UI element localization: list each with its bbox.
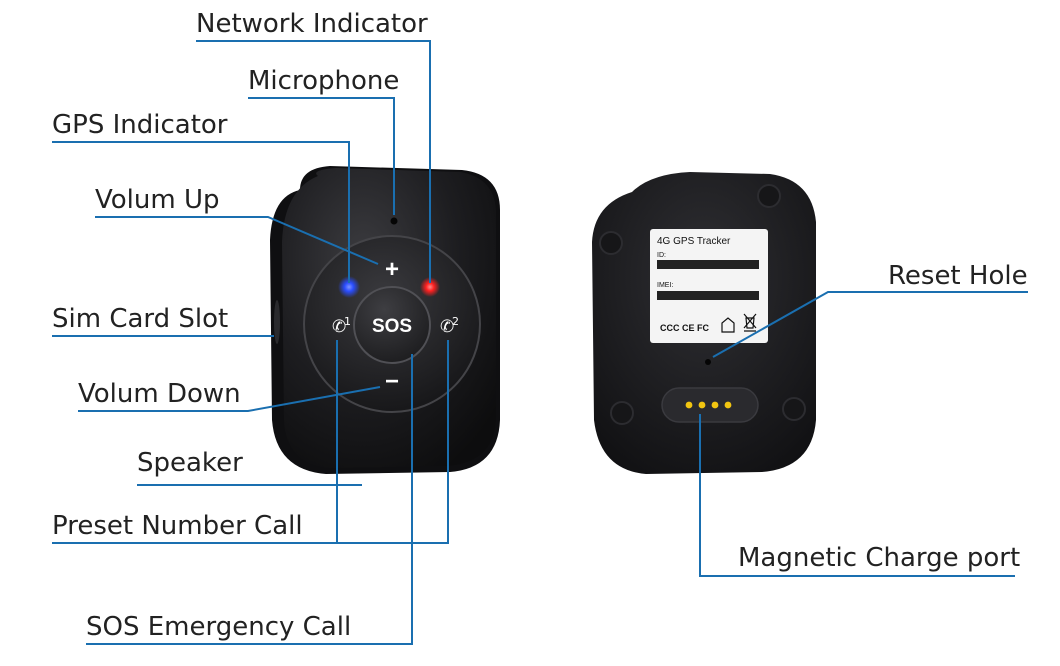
label-sim-card-slot: Sim Card Slot xyxy=(52,304,229,334)
call-key-1-number: 1 xyxy=(344,315,351,328)
corner-foot-top-left xyxy=(599,231,623,255)
label-network-indicator: Network Indicator xyxy=(196,9,428,39)
weee-bin-icon xyxy=(743,313,757,332)
device-back: 4G GPS Tracker ID: IMEI: CCC CE FC xyxy=(592,172,816,474)
sticker-imei-label: IMEI: xyxy=(657,282,673,289)
leader-network-indicator xyxy=(196,40,431,283)
corner-foot-bottom-right xyxy=(782,397,806,421)
charge-pin xyxy=(724,401,732,409)
leader-magnetic-charge-port xyxy=(699,414,1015,577)
label-gps-indicator: GPS Indicator xyxy=(52,110,228,140)
sos-label: SOS xyxy=(372,316,412,337)
label-speaker: Speaker xyxy=(137,448,243,478)
label-preset-number-call: Preset Number Call xyxy=(52,511,303,541)
leader-volume-up xyxy=(95,216,379,265)
charge-pin xyxy=(698,401,706,409)
sticker-imei-barcode xyxy=(657,291,759,300)
microphone-hole xyxy=(390,217,398,225)
label-volume-up: Volum Up xyxy=(95,185,220,215)
network-led xyxy=(420,277,440,297)
sticker-title: 4G GPS Tracker xyxy=(657,236,731,247)
call-key-2-icon[interactable]: ✆ xyxy=(440,317,454,337)
charge-pin xyxy=(685,401,693,409)
minus-symbol[interactable]: − xyxy=(385,368,399,395)
gps-led xyxy=(338,276,360,298)
leader-lines xyxy=(52,40,1028,645)
charge-pin xyxy=(711,401,719,409)
device-sticker xyxy=(650,229,768,343)
leader-preset-call-2 xyxy=(337,340,449,544)
label-volume-down: Volum Down xyxy=(78,379,241,409)
label-magnetic-charge-port: Magnetic Charge port xyxy=(738,543,1021,573)
label-reset-hole: Reset Hole xyxy=(888,261,1028,291)
sticker-id-label: ID: xyxy=(657,252,666,259)
device-front: SOS + − ✆ 1 ✆ 2 xyxy=(270,166,500,474)
home-mark-icon xyxy=(721,317,735,333)
sim-card-slot xyxy=(274,300,280,344)
leader-reset-hole xyxy=(712,291,1028,358)
call-key-2-number: 2 xyxy=(452,315,459,328)
sos-button[interactable] xyxy=(353,286,431,364)
label-sos-emergency-call: SOS Emergency Call xyxy=(86,612,352,642)
corner-foot-top-right xyxy=(757,184,781,208)
reset-hole[interactable] xyxy=(705,359,711,365)
sticker-cert-marks: CCC CE FC xyxy=(660,323,709,333)
leader-gps-indicator xyxy=(52,141,350,283)
magnetic-charge-port xyxy=(661,387,759,423)
leader-sos-call xyxy=(86,354,413,645)
sticker-id-barcode xyxy=(657,260,759,269)
plus-symbol[interactable]: + xyxy=(385,256,399,283)
label-microphone: Microphone xyxy=(248,66,400,96)
leader-microphone xyxy=(248,97,395,215)
corner-foot-bottom-left xyxy=(610,401,634,425)
call-key-1-icon[interactable]: ✆ xyxy=(332,317,346,337)
